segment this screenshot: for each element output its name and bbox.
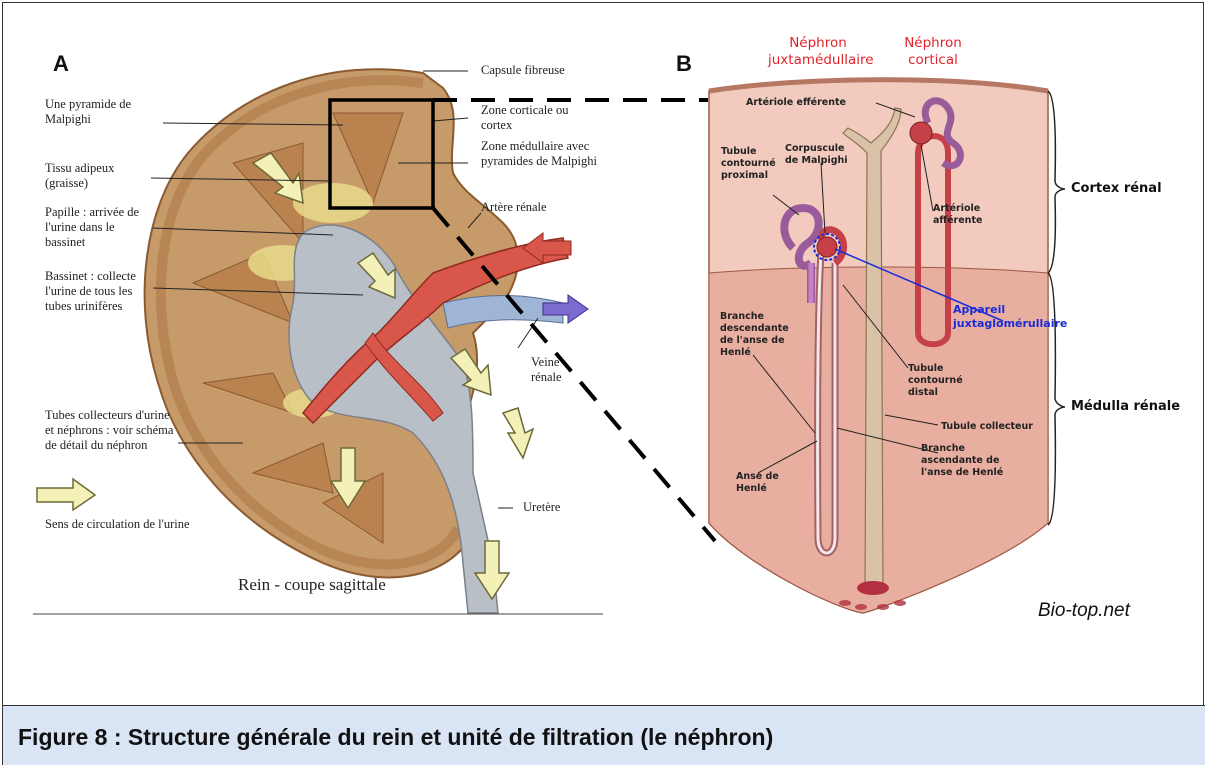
label-tissu-adipeux: Tissu adipeux (graisse): [45, 161, 155, 191]
figure-caption: Figure 8 : Structure générale du rein et…: [18, 724, 773, 751]
label-tubule-distal: Tubule contourné distal: [908, 363, 978, 399]
label-branche-desc: Branche descendante de l'anse de Henlé: [720, 311, 800, 359]
label-arteriole-efferente: Artériole efférente: [746, 97, 846, 109]
label-zone-medullaire: Zone médullaire avec pyramides de Malpig…: [481, 139, 601, 169]
title-nephron-juxta: Néphron juxtamédullaire: [768, 35, 868, 69]
label-corpuscule: Corpuscule de Malpighi: [785, 143, 855, 167]
credit-text: Bio-top.net: [1038, 600, 1130, 622]
label-capsule: Capsule fibreuse: [481, 63, 611, 78]
label-papille: Papille : arrivée de l'urine dans le bas…: [45, 205, 155, 250]
label-cortex-renal: Cortex rénal: [1071, 181, 1162, 196]
label-appareil: Appareil juxtaglomérullaire: [953, 303, 1093, 331]
label-tubule-proximal: Tubule contourné proximal: [721, 146, 783, 182]
kidney-illustration: [33, 69, 715, 614]
label-artere-renale: Artère rénale: [481, 200, 591, 215]
legend-arrow-icon: [37, 479, 95, 510]
panel-b-letter: B: [676, 51, 692, 77]
label-tubes-collecteurs: Tubes collecteurs d'urine et néphrons : …: [45, 408, 180, 453]
label-uretere: Uretère: [523, 500, 593, 515]
label-anse: Anse de Henlé: [736, 471, 786, 495]
label-bassinet: Bassinet : collecte l'urine de tous les …: [45, 269, 155, 314]
label-sens-circulation: Sens de circulation de l'urine: [45, 517, 205, 532]
title-nephron-cortical: Néphron cortical: [893, 35, 973, 69]
kidney-subtitle: Rein - coupe sagittale: [238, 577, 386, 592]
label-medulla-renale: Médulla rénale: [1071, 399, 1180, 414]
label-veine-renale: Veine rénale: [531, 355, 591, 385]
label-tubule-collecteur: Tubule collecteur: [941, 421, 1033, 433]
label-branche-asc: Branche ascendante de l'anse de Henlé: [921, 443, 1021, 479]
label-arteriole-afferente: Artériole afférente: [933, 203, 1003, 227]
panel-a-letter: A: [53, 51, 69, 77]
label-pyramide: Une pyramide de Malpighi: [45, 97, 165, 127]
illustration: [3, 3, 1205, 705]
caption-bar: Figure 8 : Structure générale du rein et…: [3, 705, 1205, 765]
label-zone-corticale: Zone corticale ou cortex: [481, 103, 601, 133]
